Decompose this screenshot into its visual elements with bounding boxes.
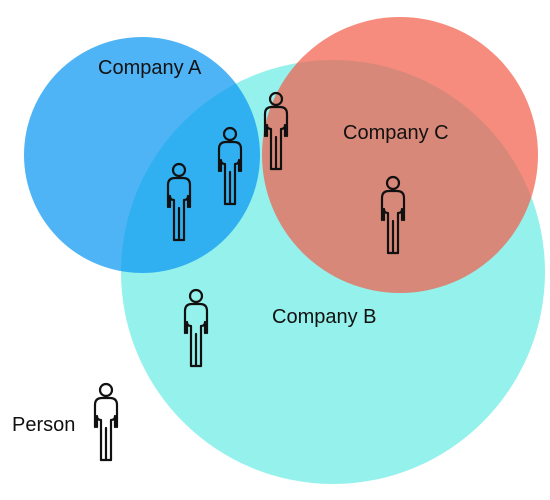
company-a-label: Company A [98,57,202,79]
person-icon [263,91,289,171]
person-icon [380,175,406,255]
person-legend-label: Person [12,414,75,436]
person-icon [217,126,243,206]
company-c-circle [262,17,538,293]
company-a-circle [24,37,260,273]
person-icon [183,288,209,368]
company-b-label: Company B [272,306,377,328]
person-icon [166,162,192,242]
person-legend-icon [93,382,119,462]
company-c-label: Company C [343,122,449,144]
